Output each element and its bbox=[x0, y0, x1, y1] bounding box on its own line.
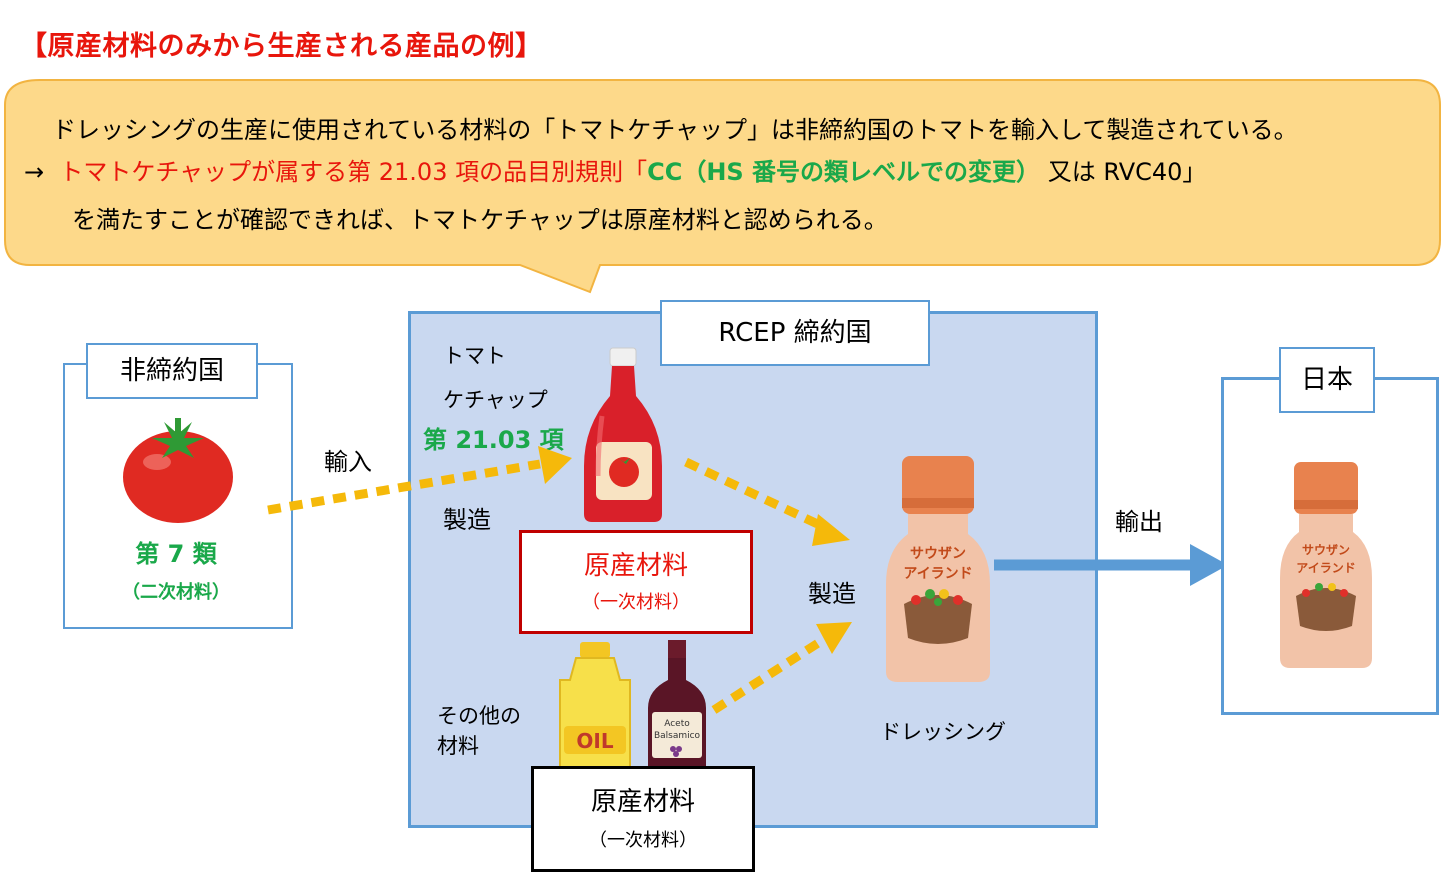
page-title: 【原産材料のみから生産される産品の例】 bbox=[20, 31, 543, 62]
import-arrow-line bbox=[267, 459, 541, 515]
other-to-dressing-arrow-line bbox=[711, 634, 829, 714]
callout-line2: → トマトケチャップが属する第 21.03 項の品目別規則「CC（HS 番号の類… bbox=[24, 152, 1206, 187]
non-party-note: （二次材料） bbox=[122, 582, 230, 603]
dressing-bottle-text-2: アイランド bbox=[903, 566, 972, 582]
non-party-classification: 第 7 類 bbox=[135, 540, 217, 568]
import-label: 輸入 bbox=[324, 448, 372, 476]
callout-arrow: → bbox=[24, 158, 45, 186]
other-materials-line1: その他の bbox=[437, 704, 521, 728]
japan-label: 日本 bbox=[1279, 347, 1375, 413]
origin-material-title-ketchup: 原産材料 bbox=[583, 551, 688, 581]
callout-rvc-text: 又は RVC40」 bbox=[1047, 158, 1207, 186]
callout-cc-text: CC（HS 番号の類レベルでの変更） bbox=[647, 158, 1041, 186]
origin-material-note-ketchup: （一次材料） bbox=[582, 592, 690, 613]
origin-material-box-other: 原産材料 （一次材料） bbox=[531, 766, 755, 872]
oil-label-text: OIL bbox=[576, 729, 613, 753]
other-materials-line2: 材料 bbox=[437, 734, 479, 758]
ketchup-label-line1: トマト bbox=[443, 344, 506, 368]
dressing-label: ドレッシング bbox=[880, 720, 1006, 744]
ketchup-label-line2: ケチャップ bbox=[443, 388, 548, 412]
origin-material-box-ketchup: 原産材料 （一次材料） bbox=[519, 530, 753, 634]
ketchup-to-dressing-arrow-line bbox=[684, 457, 828, 533]
manufacture-label-2: 製造 bbox=[808, 580, 856, 608]
manufacture-label-1: 製造 bbox=[443, 506, 491, 534]
other-to-dressing-arrowhead bbox=[816, 622, 852, 654]
import-arrowhead bbox=[538, 446, 572, 484]
export-label: 輸出 bbox=[1115, 508, 1163, 536]
non-party-label: 非締約国 bbox=[86, 343, 258, 399]
vinegar-label-text-2: Balsamico bbox=[654, 731, 701, 741]
japan-bottle-text-1: サウザン bbox=[1302, 543, 1350, 557]
origin-material-title-other: 原産材料 bbox=[590, 787, 695, 817]
vinegar-label-text-1: Aceto bbox=[664, 719, 690, 729]
rcep-label: RCEP 締約国 bbox=[660, 300, 930, 366]
dressing-bottle-text-1: サウザン bbox=[910, 546, 966, 562]
callout-rule-text: トマトケチャップが属する第 21.03 項の品目別規則「 bbox=[59, 158, 648, 186]
vinegar-bottle-illustration: Aceto Balsamico bbox=[648, 640, 706, 770]
callout-line3: を満たすことが確認できれば、トマトケチャップは原産材料と認められる。 bbox=[72, 206, 888, 234]
callout-bubble bbox=[4, 79, 1441, 294]
dressing-bottle-japan-illustration: サウザン アイランド bbox=[1280, 462, 1372, 668]
japan-bottle-text-2: アイランド bbox=[1296, 561, 1355, 575]
callout-line1: ドレッシングの生産に使用されている材料の「トマトケチャップ」は非締約国のトマトを… bbox=[52, 116, 1298, 144]
tomato-illustration bbox=[123, 418, 233, 523]
origin-material-note-other: （一次材料） bbox=[589, 830, 697, 851]
export-arrowhead bbox=[1190, 544, 1228, 586]
dressing-bottle-illustration: サウザン アイランド bbox=[886, 456, 990, 682]
ketchup-to-dressing-arrowhead bbox=[812, 514, 850, 546]
ketchup-bottle-illustration bbox=[584, 347, 662, 522]
